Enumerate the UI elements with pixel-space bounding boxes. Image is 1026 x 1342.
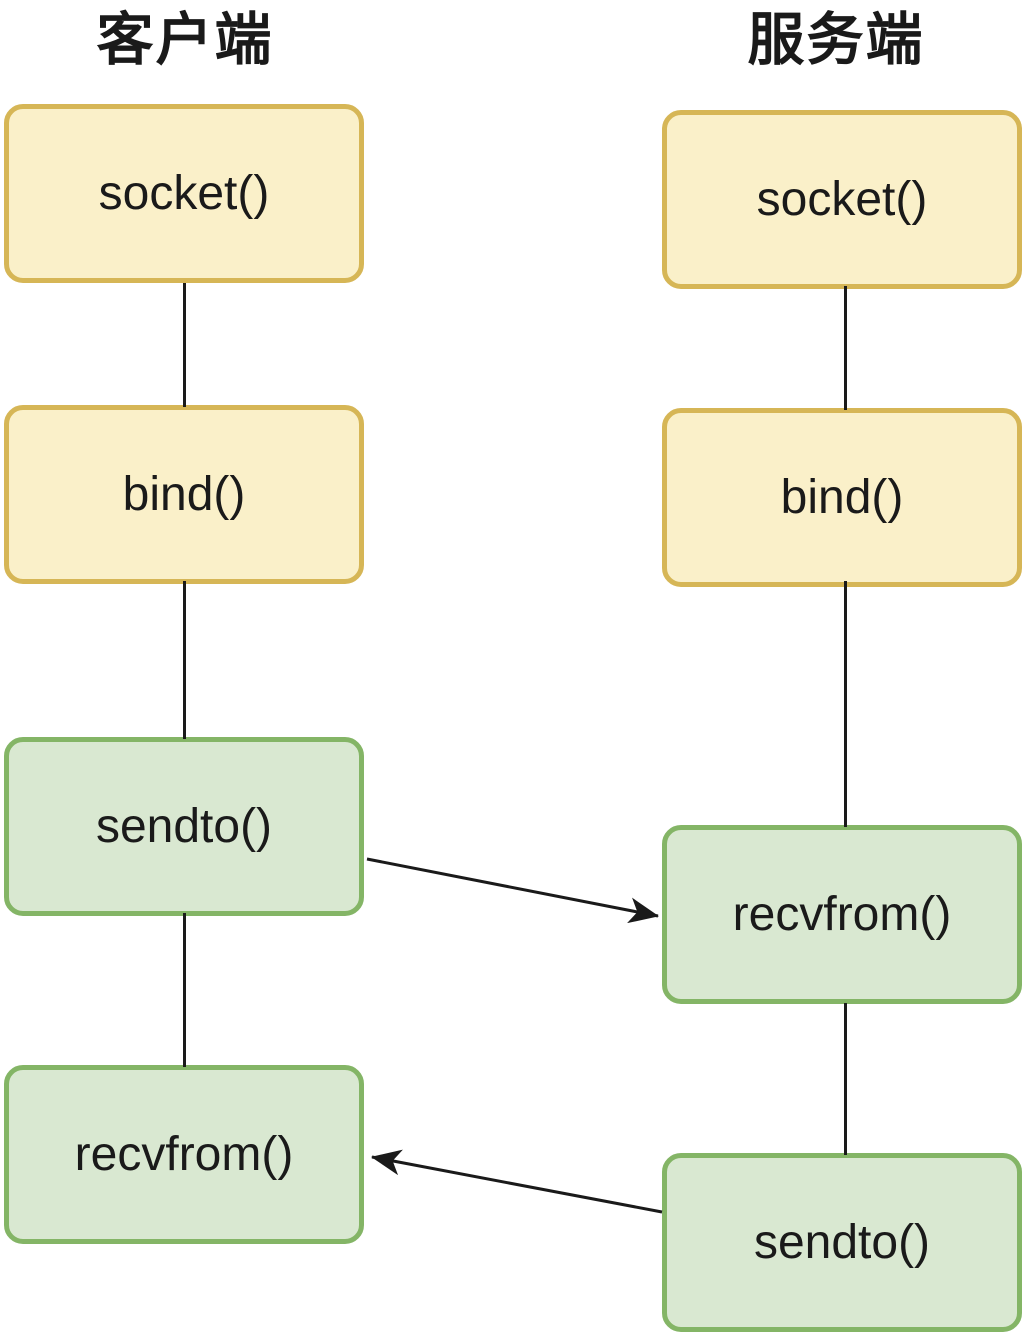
arrow-client-sendto-to-server-recvfrom [366,857,659,924]
node-client-bind: bind() [4,405,364,584]
node-server-bind: bind() [662,408,1022,587]
connector-server-recvfrom-to-sendto [844,1003,847,1155]
node-server-recvfrom: recvfrom() [662,825,1022,1004]
node-client-sendto: sendto() [4,737,364,916]
connector-client-socket-to-bind [183,283,186,407]
node-server-socket: socket() [662,110,1022,289]
connector-client-sendto-to-recvfrom [183,913,186,1067]
node-client-socket: socket() [4,104,364,283]
connector-client-bind-to-sendto [183,581,186,739]
connector-server-socket-to-bind [844,286,847,410]
server-column-header: 服务端 [747,8,925,72]
node-client-recvfrom: recvfrom() [4,1065,364,1244]
connector-server-bind-to-recvfrom [844,581,847,827]
node-server-sendto: sendto() [662,1153,1022,1332]
client-column-header: 客户端 [96,8,274,72]
arrow-server-sendto-to-client-recvfrom [371,1149,663,1214]
